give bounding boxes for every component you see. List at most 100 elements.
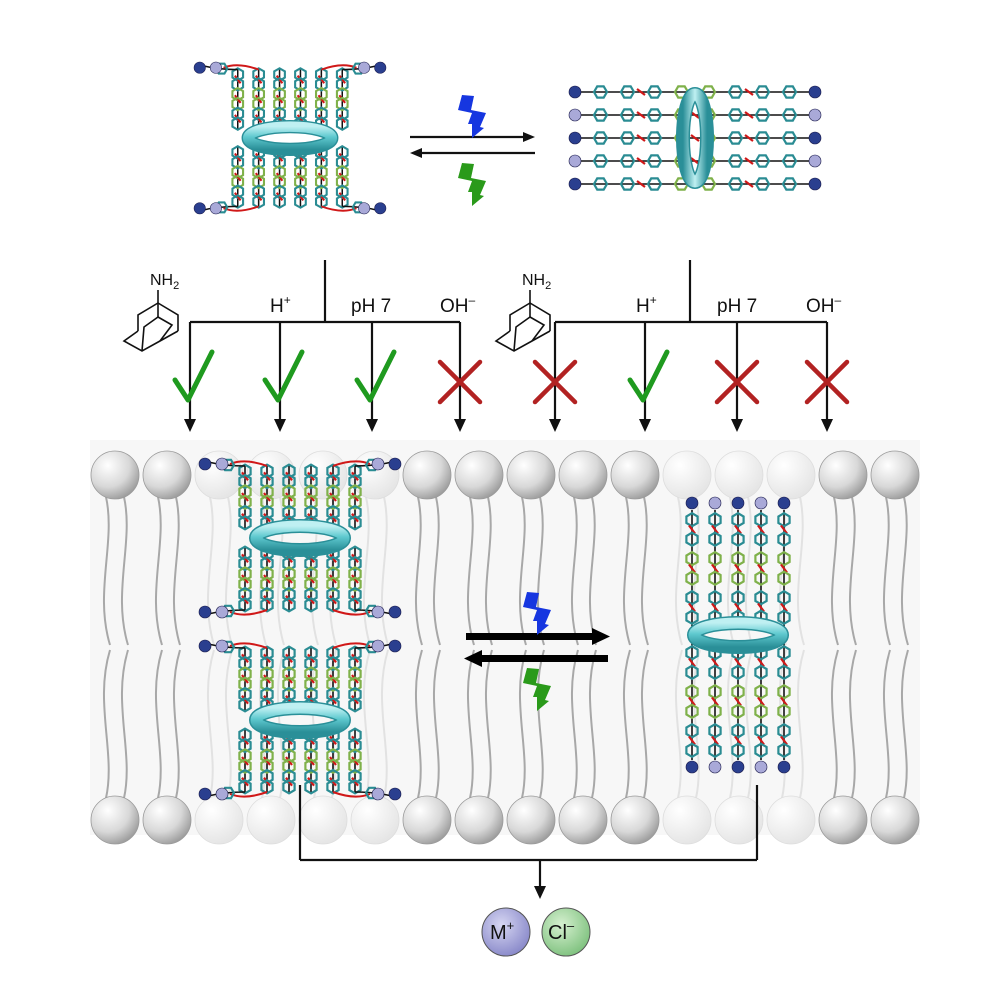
phenyl-ring (238, 545, 252, 561)
phenyl-ring (685, 570, 699, 586)
phenyl-ring (326, 768, 340, 785)
phenyl-ring (326, 494, 340, 510)
green-light-bolt-icon (458, 163, 486, 206)
condition-marks (172, 349, 850, 405)
lipid-tail (276, 496, 285, 646)
phenyl-ring (708, 664, 722, 681)
phenyl-ring (326, 504, 340, 521)
phenyl-ring (231, 145, 245, 160)
phenyl-ring (294, 174, 307, 190)
lipid-tail (882, 649, 891, 799)
phenyl-ring (708, 511, 722, 528)
phenyl-ring (294, 106, 307, 122)
phenyl-ring (685, 589, 699, 606)
lipid-head (662, 795, 712, 845)
phenyl-ring (777, 570, 791, 586)
terminal-group (777, 760, 791, 774)
phenyl-ring (335, 76, 349, 92)
lipid-tail (570, 649, 579, 799)
phenyl-ring (314, 184, 328, 200)
hourglass-dimer-membrane-lower (198, 639, 402, 801)
molecular-assemblies (193, 61, 822, 801)
phenyl-ring (231, 184, 245, 200)
check-mark-icon (354, 349, 397, 403)
lipid-tail (536, 649, 545, 799)
phenyl-ring (619, 131, 636, 145)
phenyl-ring (282, 676, 296, 692)
phenyl-ring (777, 742, 791, 759)
phenyl-ring (619, 85, 636, 99)
phenyl-ring (238, 473, 252, 490)
phenyl-ring (304, 758, 318, 774)
lipid-tail (120, 496, 129, 646)
phenyl-ring (326, 655, 340, 672)
phenyl-ring (326, 484, 340, 500)
phenyl-ring (777, 589, 791, 606)
phenyl-ring (314, 67, 328, 82)
phenyl-ring (685, 550, 699, 567)
phenyl-ring (238, 463, 252, 479)
phenyl-ring (304, 504, 318, 521)
right-h-plus-label: H+ (636, 293, 657, 317)
phenyl-ring (260, 463, 274, 479)
phenyl-ring (304, 494, 318, 510)
phenyl-ring (685, 664, 699, 681)
lipid-head (870, 450, 920, 500)
phenyl-ring (273, 184, 286, 200)
phenyl-ring (335, 164, 349, 180)
lipid-tail (102, 649, 111, 799)
adamantylamine-structure-left: NH2 (122, 272, 179, 352)
phenyl-ring (781, 131, 798, 145)
lipid-tail (726, 649, 735, 799)
lipid-head (818, 795, 868, 845)
phenyl-ring (781, 154, 798, 168)
lipid-tail (640, 649, 649, 799)
lipid-tail (432, 496, 441, 646)
phenyl-ring (348, 645, 362, 661)
phenyl-ring (238, 566, 252, 582)
terminal-group (568, 108, 582, 122)
lipid-head (194, 795, 244, 845)
phenyl-ring (260, 504, 274, 521)
lipid-tail (154, 649, 163, 799)
right-ph7-label: pH 7 (717, 296, 757, 317)
lipid-head (142, 795, 192, 845)
rod-assembly-membrane (685, 496, 791, 774)
phenyl-ring (685, 723, 699, 739)
phenyl-ring (335, 106, 349, 122)
phenyl-ring (335, 184, 349, 200)
lipid-tail (900, 496, 909, 646)
phenyl-ring (781, 177, 798, 191)
phenyl-ring (592, 131, 609, 145)
phenyl-ring (294, 154, 307, 170)
terminal-group (708, 760, 722, 774)
phenyl-ring (252, 76, 266, 92)
terminal-group (209, 202, 222, 215)
phenyl-ring (777, 550, 791, 567)
phenyl-ring (708, 742, 722, 759)
phenyl-ring (304, 473, 318, 490)
phenyl-ring (685, 684, 699, 700)
blue-light-bolt-icon (458, 95, 486, 138)
phenyl-ring (731, 703, 745, 720)
phenyl-ring (685, 531, 699, 547)
lipid-tail (224, 649, 233, 799)
terminal-group (215, 605, 229, 619)
phenyl-ring (304, 645, 318, 661)
phenyl-ring (348, 686, 362, 703)
lipid-head (610, 795, 660, 845)
check-mark-icon (627, 349, 670, 403)
phenyl-ring (260, 484, 274, 500)
lipid-bilayer (90, 440, 920, 845)
phenyl-ring (294, 76, 307, 92)
phenyl-ring (231, 154, 245, 170)
lipid-head (246, 795, 296, 845)
cross-mark-icon (804, 359, 850, 405)
phenyl-ring (252, 184, 266, 200)
terminal-group (808, 177, 822, 191)
phenyl-ring (777, 511, 791, 528)
phenyl-ring (326, 779, 340, 795)
lipid-tail (172, 496, 181, 646)
hourglass-dimer-top (193, 61, 387, 215)
phenyl-ring (326, 737, 340, 754)
